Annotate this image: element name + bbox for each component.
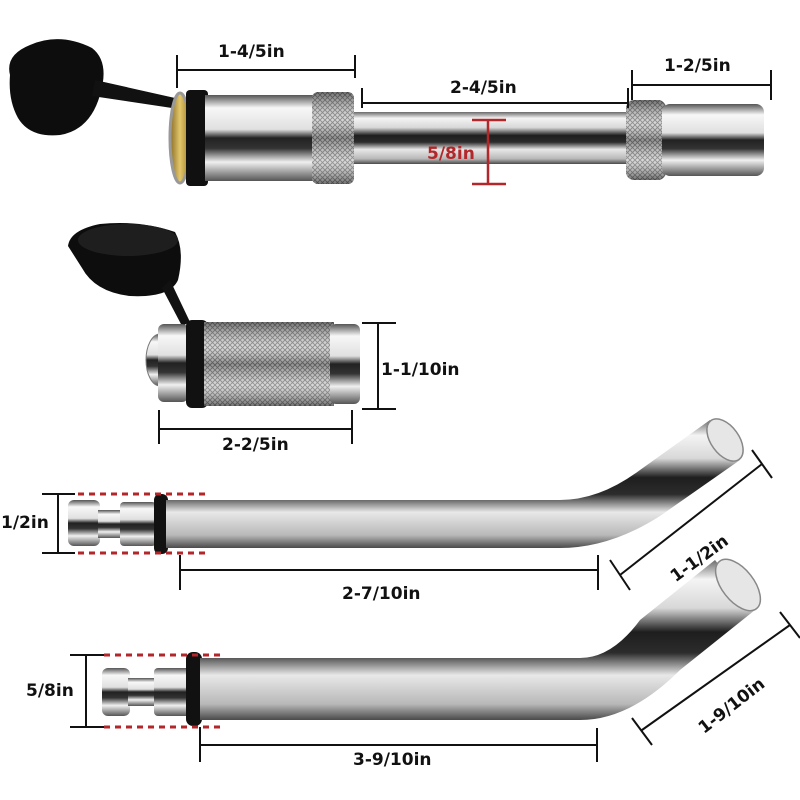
- dimension-label-large-pin-straight-length: 3-9/10in: [353, 750, 432, 770]
- dimension-label-small-pin-diameter: 1/2in: [1, 513, 49, 533]
- barrel-lock: [68, 223, 396, 444]
- rubber-cap-icon: [9, 39, 175, 136]
- bent-pin-large: [70, 558, 800, 762]
- dimension-label-barrel-length: 2-2/5in: [222, 435, 289, 455]
- dimension-label-small-pin-straight-length: 2-7/10in: [342, 584, 421, 604]
- dimension-lines: [70, 611, 800, 762]
- rubber-cap-icon: [68, 223, 190, 326]
- dimension-label-pin-length: 2-4/5in: [450, 78, 517, 98]
- dimension-label-pin-diameter: 5/8in: [427, 144, 475, 164]
- dimension-lines: [176, 55, 772, 108]
- dimension-lines: [158, 322, 396, 444]
- dimension-label-lock-body-length: 1-4/5in: [218, 42, 285, 62]
- bent-pin-small: [42, 418, 773, 591]
- diameter-marker-red: [472, 118, 506, 186]
- receiver-lock: [9, 39, 772, 186]
- dimension-lines: [42, 449, 773, 591]
- dimension-label-barrel-diameter: 1-1/10in: [381, 360, 460, 380]
- diameter-guide-red: [104, 653, 225, 729]
- dimension-label-large-pin-diameter: 5/8in: [26, 681, 74, 701]
- dimension-label-end-cap-length: 1-2/5in: [664, 56, 731, 76]
